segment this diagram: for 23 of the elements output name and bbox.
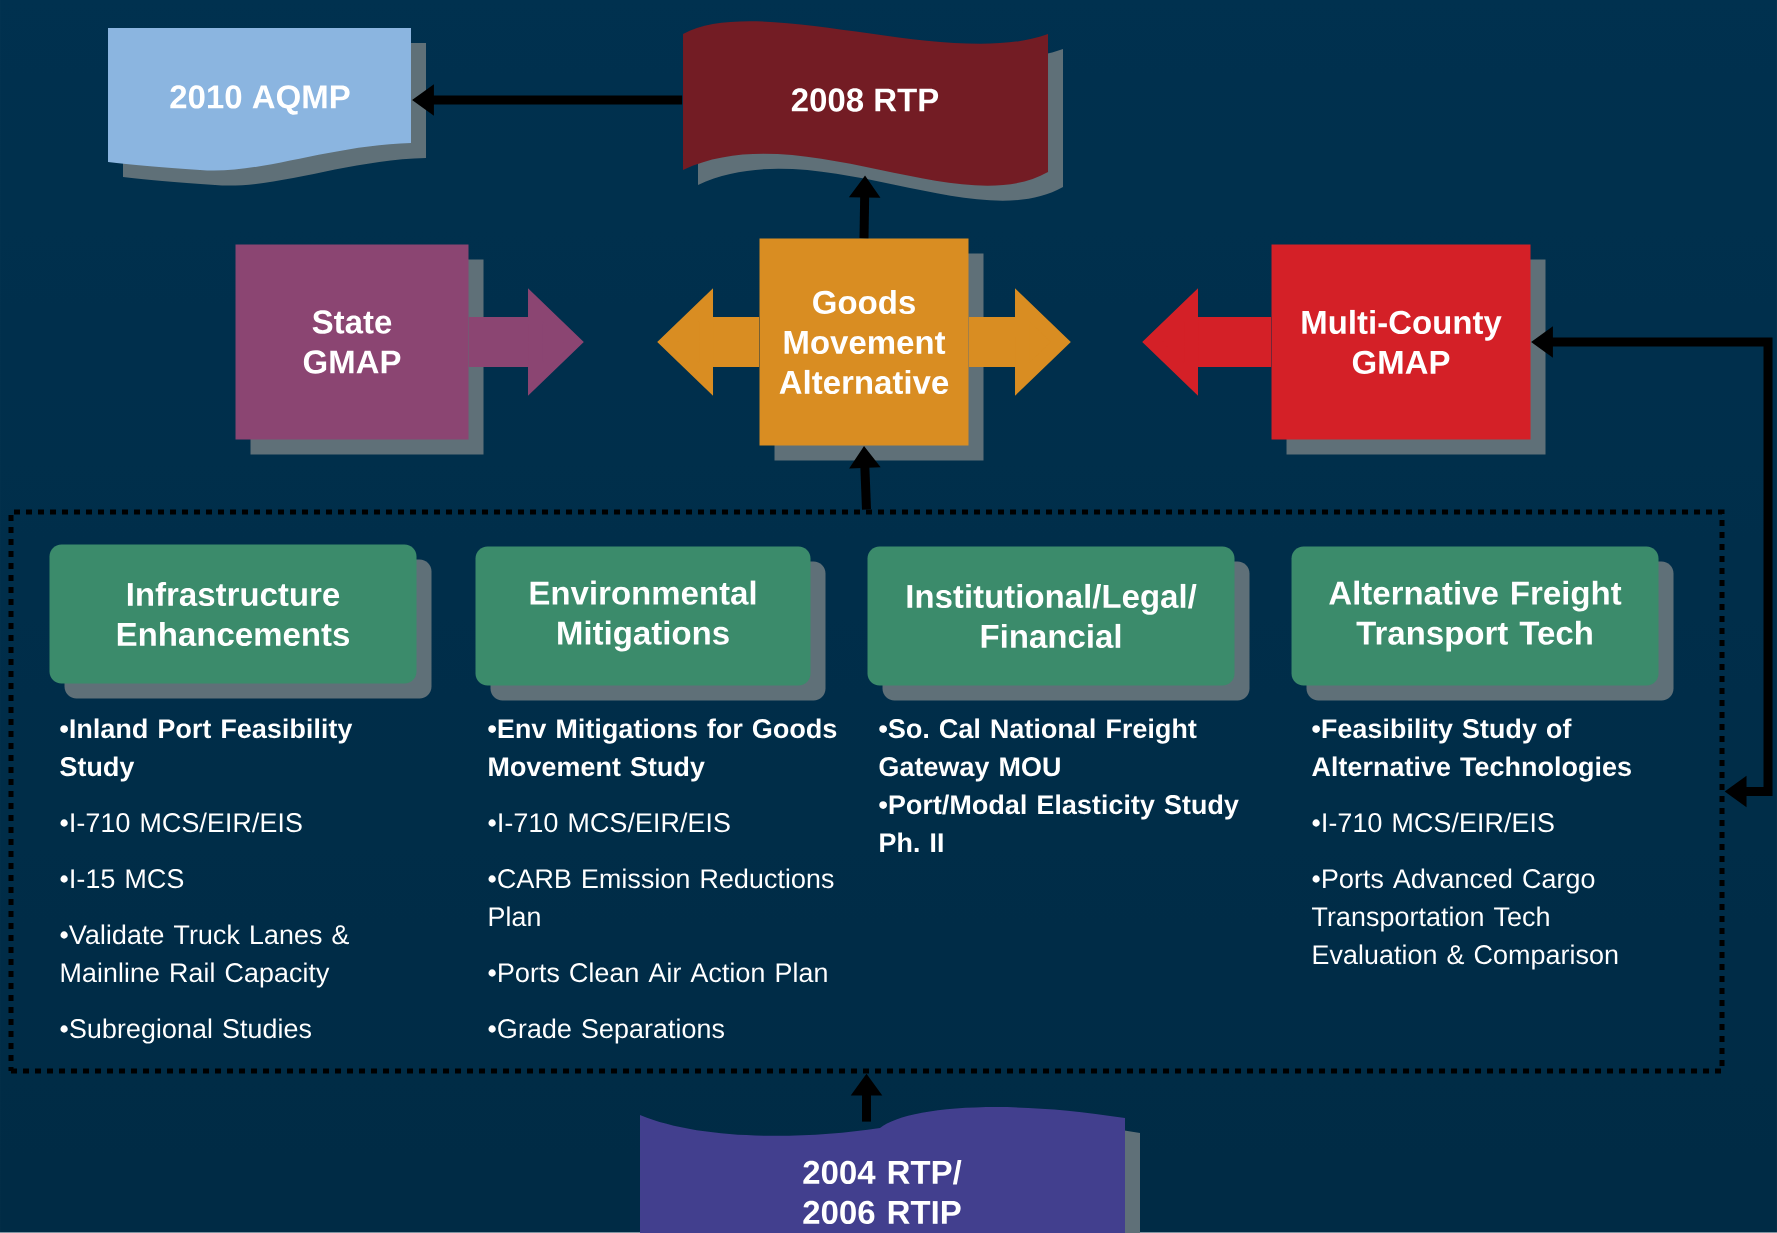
dotted-frame — [8, 509, 1725, 1074]
plan-box: Goods Movement Alternative — [759, 238, 984, 461]
bullet-item: •Subregional Studies — [60, 1018, 311, 1044]
category-header: Institutional/Legal/ Financial — [867, 546, 1250, 701]
category-header: Alternative Freight Transport Tech — [1291, 546, 1674, 701]
plan-box: State GMAP — [235, 244, 484, 455]
bullet-item: •Env Mitigations for Goods Movement Study — [488, 718, 837, 782]
bullet-item: •I-15 MCS — [60, 869, 184, 889]
bullet-item: •I-710 MCS/EIR/EIS — [488, 812, 730, 833]
bullet-item: •CARB Emission Reductions Plan — [488, 868, 834, 927]
bullet-item: •Port/Modal Elasticity Study Ph. II — [879, 794, 1239, 852]
bullet-item: •Grade Separations — [488, 1018, 724, 1044]
bullet-item: •So. Cal National Freight Gateway MOU — [879, 718, 1197, 782]
bullet-item: •I-710 MCS/EIR/EIS — [60, 812, 302, 833]
bullet-item: •Ports Clean Air Action Plan — [488, 962, 827, 983]
bullet-item: •Inland Port Feasibility Study — [60, 718, 353, 782]
category-header: Environmental Mitigations — [475, 546, 826, 701]
category-header: Infrastructure Enhancements — [49, 544, 432, 699]
plan-box: Multi-County GMAP — [1271, 244, 1546, 455]
bullet-item: •I-710 MCS/EIR/EIS — [1312, 812, 1554, 833]
bullet-item: •Ports Advanced Cargo Transportation Tech Evaluation & Comparison — [1312, 868, 1618, 970]
bullet-item: •Feasibility Study of Alternative Technologies — [1312, 718, 1631, 782]
bullet-item: •Validate Truck Lanes & Mainline Rail Capacity — [60, 924, 350, 988]
